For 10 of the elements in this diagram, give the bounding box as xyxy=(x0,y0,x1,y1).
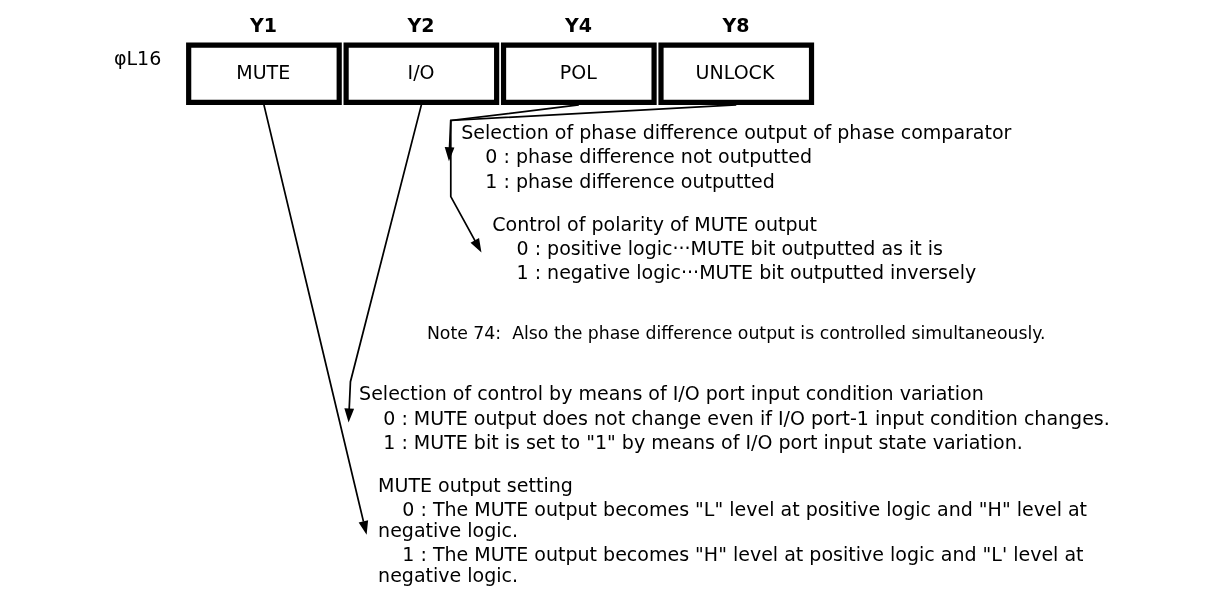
label: φL16 xyxy=(113,46,161,69)
node-text: Selection of control by means of I/O port input condition variation 0 : MUTE output does not change even if I/O port-1 input condition changes. 1 : MUTE bit is set to "1" by means of I/O port input state variation. xyxy=(358,382,1110,453)
label: Note 74: Also the phase difference output is controlled simultaneously. xyxy=(426,323,1046,344)
node-text: Selection of phase difference output of phase comparator 0 : phase difference not outputted 1 : phase difference outputted xyxy=(460,121,1011,192)
node-text: Control of polarity of MUTE output 0 : positive logic···MUTE bit outputted as it is 1 : negative logic···MUTE bit outputted inversely xyxy=(491,212,976,284)
node-label: Y8 xyxy=(721,13,749,36)
node-label: Y2 xyxy=(407,13,435,36)
node-text: MUTE output setting 0 : The MUTE output becomes "L" level at positive logic and "H" level at negative logic. 1 : The MUTE output becomes "H" level at positive logic and "L' level at negative logic. xyxy=(377,474,1087,587)
node-label: Y1 xyxy=(249,13,277,36)
node-label: Y4 xyxy=(564,13,592,36)
